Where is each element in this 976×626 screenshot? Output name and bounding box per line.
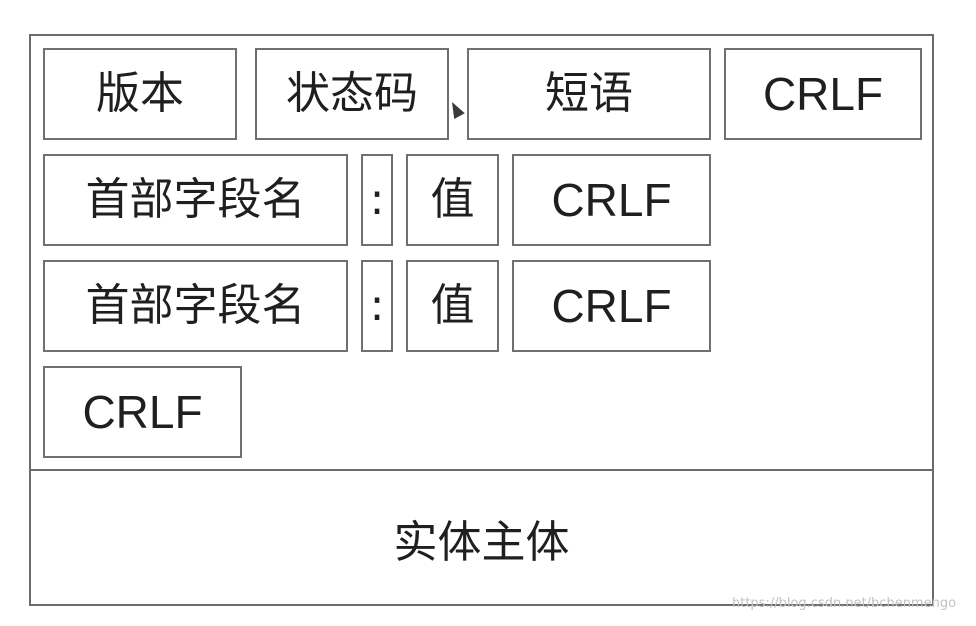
blank-line-crlf-box: CRLF	[43, 366, 242, 458]
header-crlf-box: CRLF	[512, 260, 711, 352]
header-colon-box: :	[361, 260, 393, 352]
header-value-box: 值	[406, 260, 499, 352]
header-field-name-box: 首部字段名	[43, 260, 348, 352]
entity-body-label: 实体主体	[393, 516, 570, 568]
header-crlf-box: CRLF	[512, 154, 711, 246]
version-box: 版本	[43, 48, 237, 140]
header-body-divider	[29, 469, 934, 471]
watermark: https://blog.csdn.net/bchenmengo	[732, 596, 957, 611]
status-line-crlf-box: CRLF	[724, 48, 922, 140]
header-value-box: 值	[406, 154, 499, 246]
header-colon-box: :	[361, 154, 393, 246]
http-response-frame	[29, 34, 934, 606]
header-field-name-box: 首部字段名	[43, 154, 348, 246]
status-code-box: 状态码	[255, 48, 449, 140]
phrase-box: 短语	[467, 48, 711, 140]
